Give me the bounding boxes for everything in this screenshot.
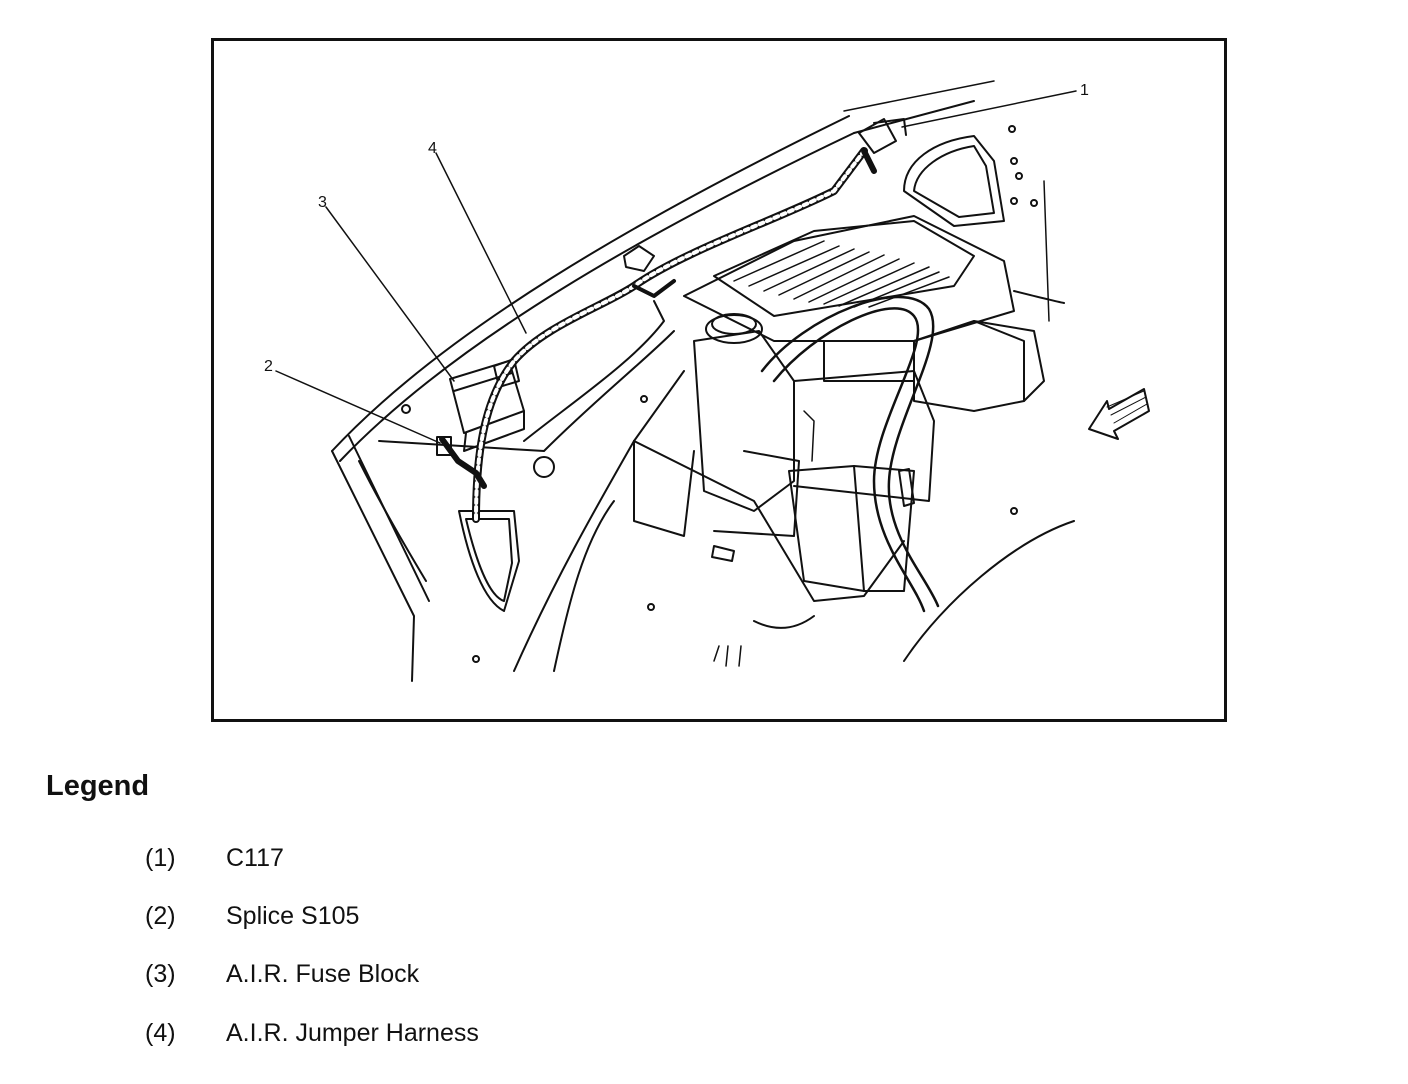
callout-labels: 1 2 3 4 [264,82,1089,375]
splice-s105 [436,436,487,489]
legend-item-text: A.I.R. Fuse Block [226,960,420,988]
legend-item-number: (3) [145,960,176,988]
legend-item-number: (2) [145,902,176,930]
callout-1: 1 [1080,82,1089,99]
diagram-frame: 1 2 3 4 [211,38,1227,722]
legend-item-number: (1) [145,844,176,872]
callout-4: 4 [428,140,437,157]
c117-connector [858,118,907,174]
callout-leaders [275,90,1077,444]
legend-title: Legend [46,770,150,802]
legend-item-text: A.I.R. Jumper Harness [226,1019,479,1047]
legend-item-text: Splice S105 [226,902,360,930]
coolant-reservoir [693,313,935,592]
air-cleaner-box [683,215,1045,412]
front-direction-arrow [1088,388,1150,440]
legend-item-number: (4) [145,1019,176,1047]
inner-fender [513,370,905,672]
legend-item-text: C117 [226,844,284,872]
radiator-hose [760,295,940,613]
strut-tower [378,300,675,663]
callout-3: 3 [318,194,327,211]
callout-2: 2 [264,358,273,375]
fender-outline [331,80,995,682]
engine-compartment-illustration: 1 2 3 4 [264,80,1150,682]
air-jumper-harness [472,147,868,523]
fan-shroud [903,125,1075,662]
